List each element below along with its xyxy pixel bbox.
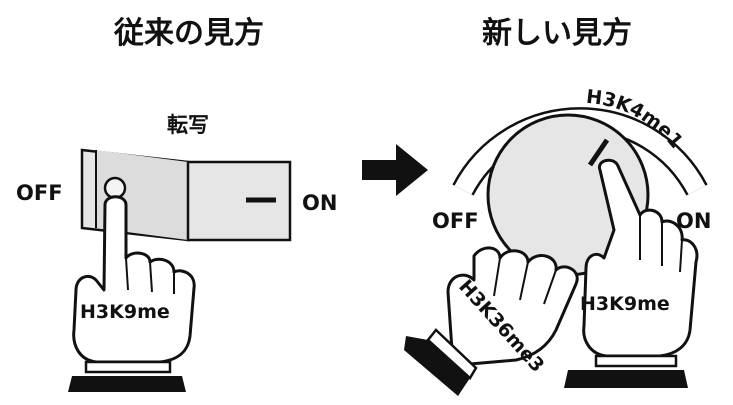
right-cuff — [594, 354, 678, 368]
left-sleeve — [68, 376, 186, 392]
right-hand: H3K9me — [564, 158, 699, 388]
left-dial-hand: H3K36me3 — [404, 246, 579, 396]
left-on-label: ON — [302, 191, 337, 215]
left-dial-sleeve — [404, 336, 470, 396]
right-off-label: OFF — [432, 209, 479, 233]
left-hand-glove — [72, 195, 196, 364]
left-off-label: OFF — [16, 181, 63, 205]
left-cuff — [84, 360, 172, 374]
arrow-right-icon — [362, 144, 428, 196]
left-title: 従来の見方 — [113, 16, 264, 51]
left-hand-label: H3K9me — [80, 301, 170, 323]
switch-label: 転写 — [167, 113, 209, 137]
off-indicator-circle — [103, 176, 127, 200]
left-dial-hand-glove — [446, 246, 579, 366]
dial-pointer — [587, 138, 610, 167]
right-title: 新しい見方 — [482, 16, 632, 51]
dial: H3K4me1 — [452, 86, 708, 277]
right-on-label: ON — [676, 209, 711, 233]
left-hand: H3K9me — [68, 195, 196, 392]
right-sleeve — [564, 370, 688, 388]
right-hand-label: H3K9me — [580, 293, 670, 315]
